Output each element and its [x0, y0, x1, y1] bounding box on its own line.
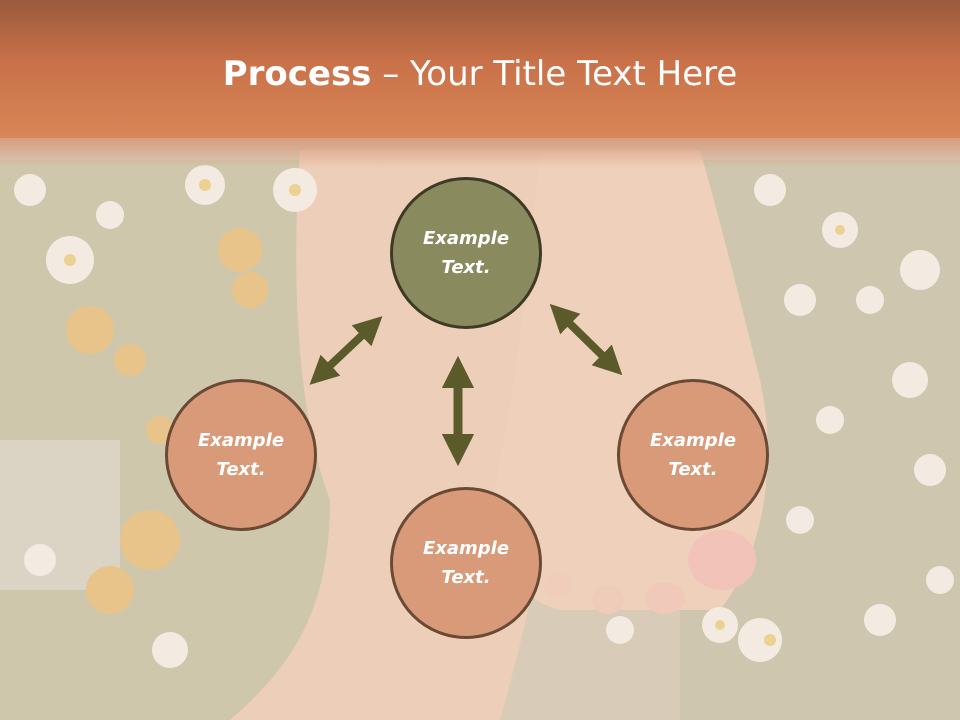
title-bold: Process	[222, 54, 372, 94]
node-left-label: Example Text.	[197, 430, 285, 480]
title-banner	[0, 0, 960, 138]
node-top-label: Example Text.	[422, 228, 510, 278]
process-node-right: Example Text.	[617, 379, 769, 531]
process-node-bottom: Example Text.	[390, 487, 542, 639]
slide-title: Process – Your Title Text Here	[0, 52, 960, 96]
title-rest: – Your Title Text Here	[371, 54, 738, 94]
arrow-top-left	[309, 316, 383, 385]
title-banner-fade	[0, 138, 960, 168]
process-node-left: Example Text.	[165, 379, 317, 531]
process-node-top: Example Text.	[390, 177, 542, 329]
node-bottom-label: Example Text.	[422, 538, 510, 588]
node-right-label: Example Text.	[649, 430, 737, 480]
arrow-top-right	[549, 303, 623, 376]
